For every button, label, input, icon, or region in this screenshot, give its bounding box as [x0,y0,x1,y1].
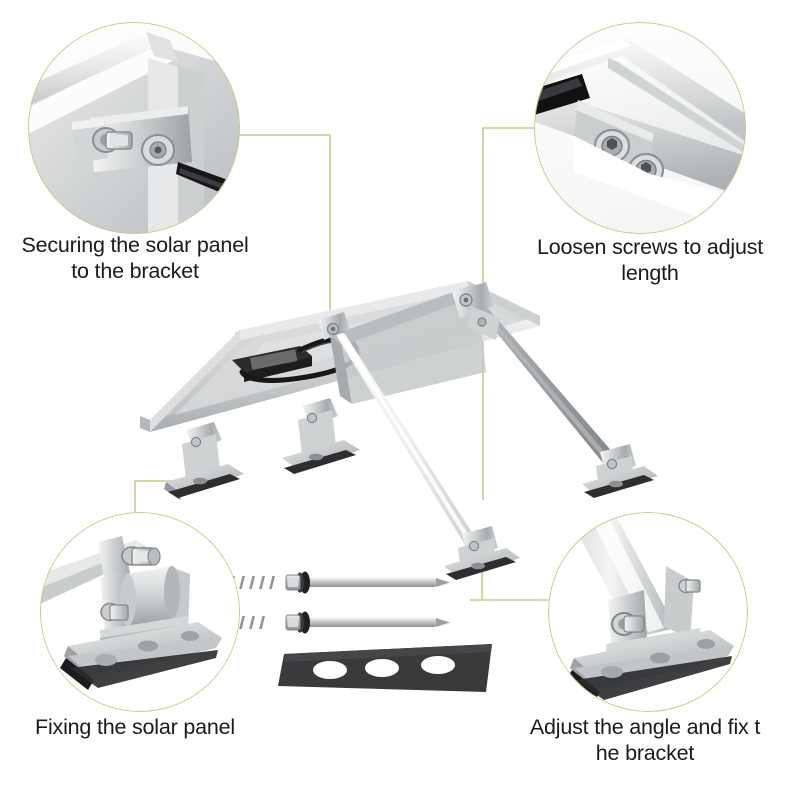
diagonal-support-arm-front [333,330,487,558]
self-tapping-screw-2 [159,611,450,634]
panel-frame-bracket-bolt-closeup [28,22,240,234]
caption-bottom-left: Fixing the solar panel [35,715,235,739]
caption-top-right: Loosen screws to adjust length [536,235,764,285]
front-mounting-foot-1 [164,422,244,500]
angle-adjust-foot-closeup [548,512,748,712]
connector-top-right [482,127,535,500]
callout-bottom-left[interactable] [40,512,240,712]
bracket-joint-right [452,282,500,340]
rear-mounting-foot-right [582,444,658,498]
callout-bottom-right[interactable] [548,512,748,712]
callout-top-right[interactable] [534,22,746,234]
tilt-frame-rail [330,286,486,404]
connector-top-left [237,134,331,335]
bracket-joint-left [318,312,350,340]
front-mounting-foot-2 [282,398,360,474]
caption-bottom-right: Adjust the angle and fix t he bracket [529,715,761,765]
caption-top-left: Securing the solar panel to the bracket [21,233,249,283]
telescoping-bar-hex-screws-closeup [534,22,746,234]
diagonal-support-arm-rear [470,300,628,474]
rear-mounting-foot-center [444,526,520,580]
mounting-foot-baseplate-closeup [40,512,240,712]
callout-top-left[interactable] [28,22,240,234]
junction-box [232,346,312,382]
rubber-mounting-pad [278,644,492,692]
